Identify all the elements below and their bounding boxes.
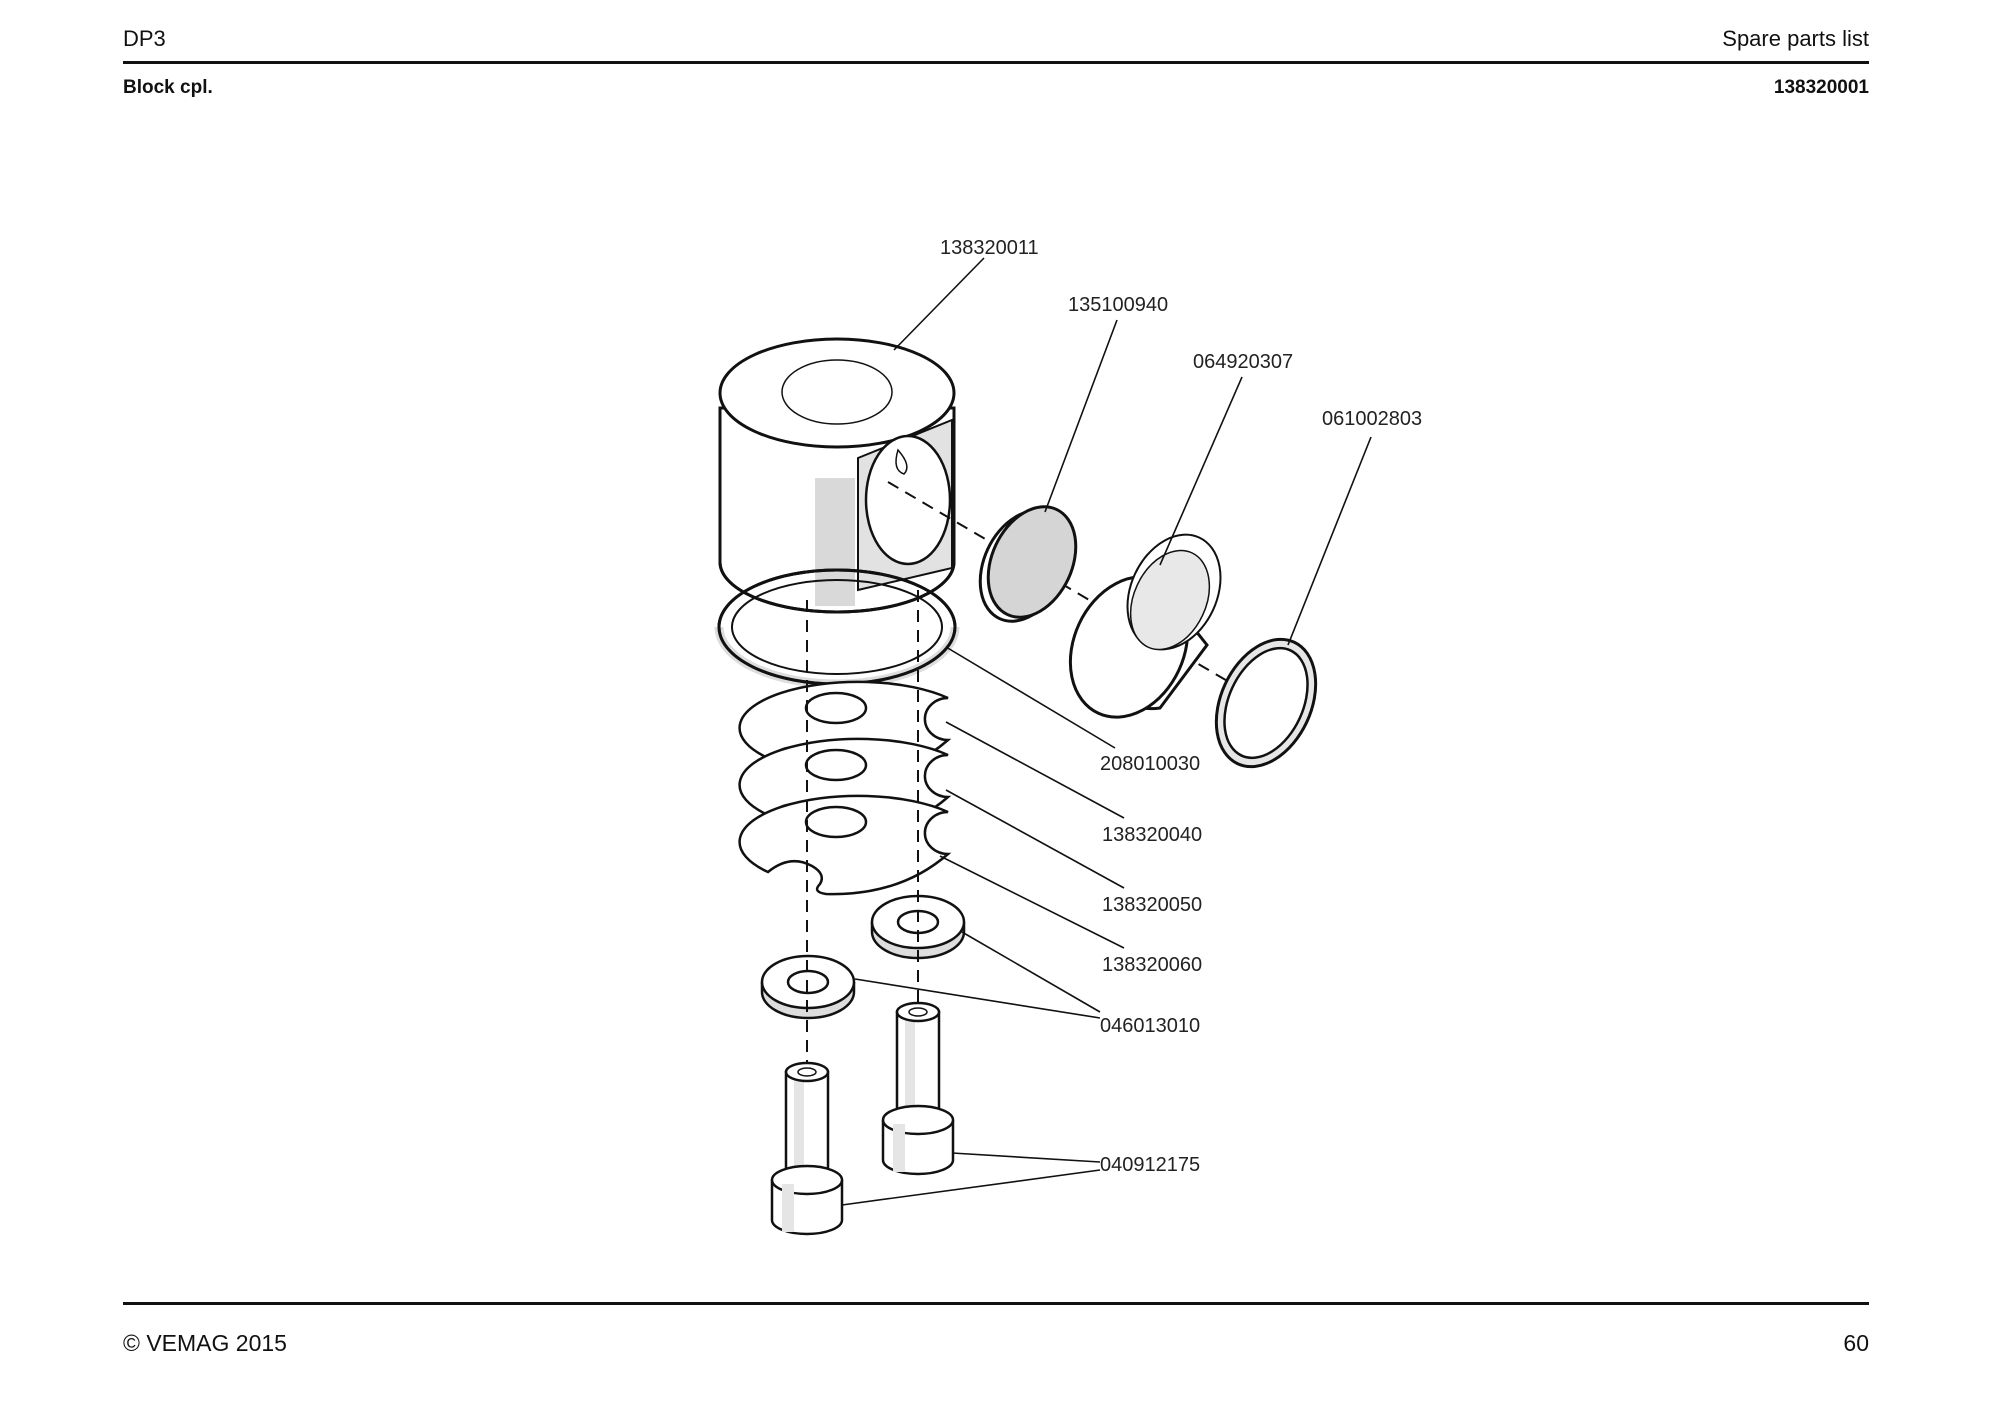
- washers: [760, 894, 966, 1020]
- bushing: [1068, 533, 1222, 719]
- assembly-number: 138320001: [1773, 77, 1869, 98]
- screws: [770, 1001, 955, 1236]
- spiral-discs: [738, 680, 952, 896]
- o-ring-small: [1214, 637, 1318, 769]
- part-callouts: 138320011 135100940 064920307 061002803 …: [940, 237, 1422, 1176]
- callout-061002803: 061002803: [1322, 408, 1422, 430]
- callout-138320040: 138320040: [1102, 824, 1202, 846]
- callout-138320011: 138320011: [940, 237, 1039, 259]
- axis-lines: [806, 481, 1271, 1064]
- callout-208010030: 208010030: [1100, 753, 1200, 775]
- page-number: 60: [1843, 1330, 1869, 1356]
- side-disc: [978, 505, 1078, 623]
- leader-lines: [841, 257, 1372, 1206]
- footer-rule: [123, 1302, 1869, 1305]
- callout-138320060: 138320060: [1102, 954, 1202, 976]
- callout-135100940: 135100940: [1068, 294, 1168, 316]
- document-type: Spare parts list: [1722, 26, 1869, 51]
- callout-138320050: 138320050: [1102, 894, 1202, 916]
- model-name: DP3: [123, 26, 166, 51]
- block-body: [718, 337, 956, 614]
- callout-046013010: 046013010: [1100, 1015, 1200, 1037]
- copyright: © VEMAG 2015: [123, 1330, 287, 1356]
- assembly-name: Block cpl.: [123, 77, 213, 98]
- header-rule: [123, 61, 1869, 64]
- callout-064920307: 064920307: [1193, 351, 1293, 373]
- callout-040912175: 040912175: [1100, 1154, 1200, 1176]
